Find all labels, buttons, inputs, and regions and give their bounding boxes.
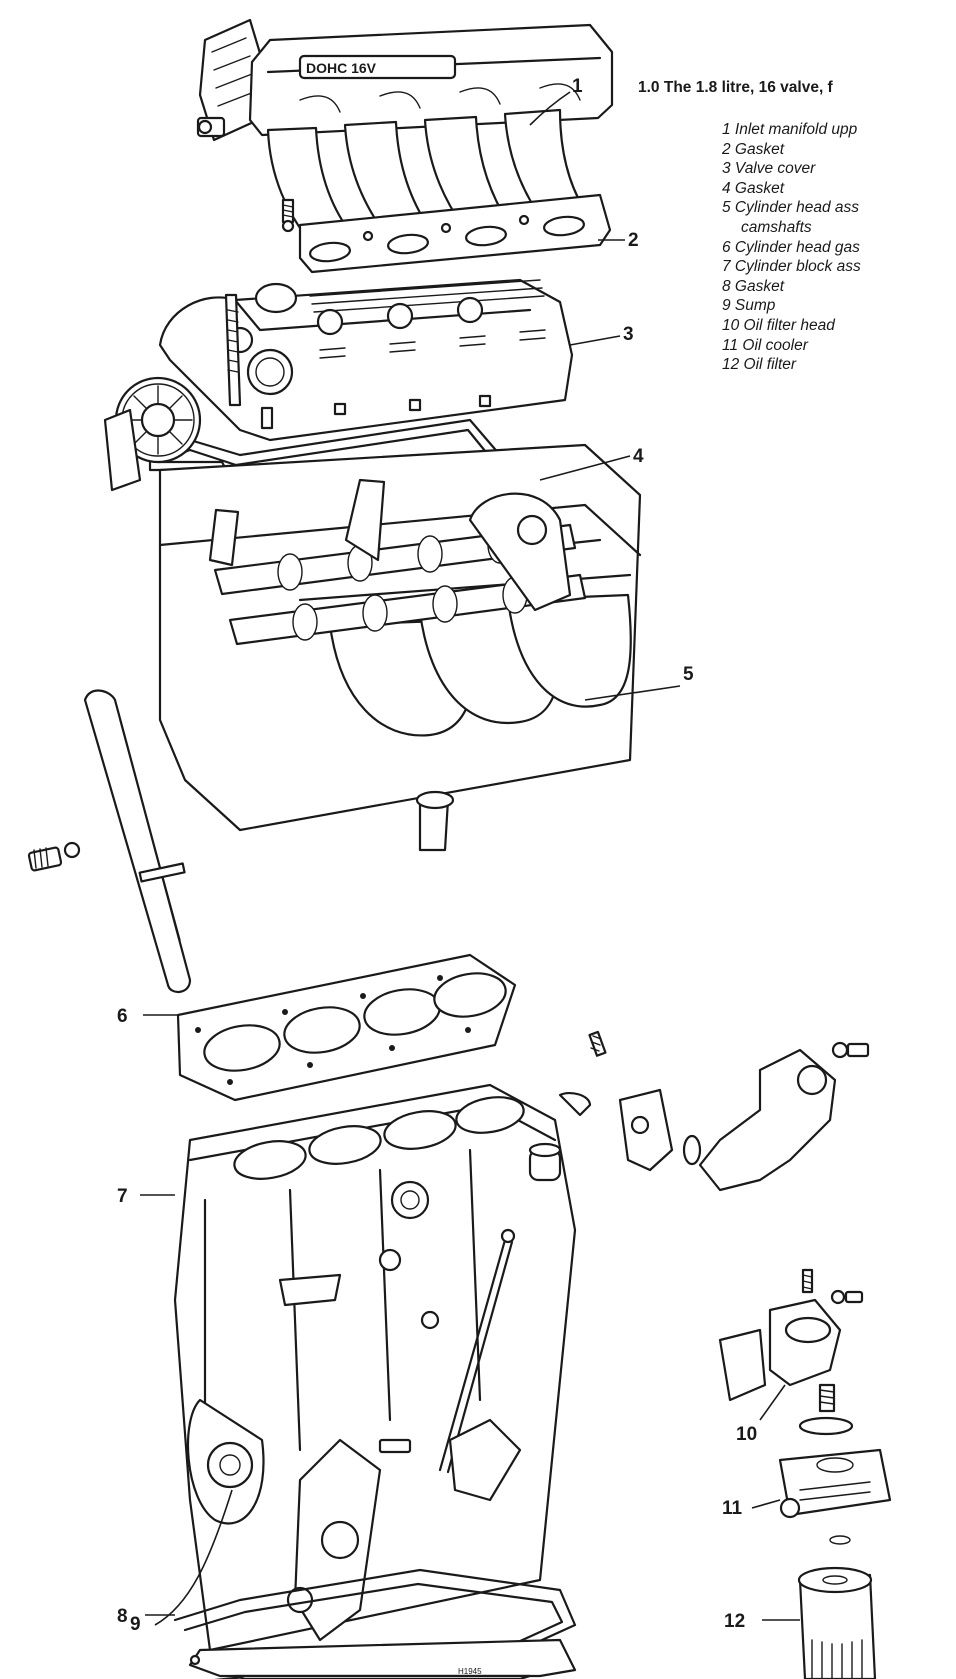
callout-11: 11 [722, 1498, 743, 1519]
parts-legend: 1 Inlet manifold upp 2 Gasket 3 Valve co… [722, 120, 956, 375]
legend-item: 9 Sump [722, 297, 776, 315]
legend-item: 8 Gasket [722, 277, 785, 295]
figure-caption: 1.0 The 1.8 litre, 16 valve, f [638, 79, 833, 96]
callout-9: 9 [130, 1614, 141, 1635]
legend-item: 3 Valve cover [722, 160, 816, 178]
inlet-manifold-upper: DOHC 16V [196, 18, 614, 237]
callout-7: 7 [117, 1186, 128, 1207]
oil-filter-head [718, 1268, 864, 1436]
legend-item: 5 Cylinder head ass [722, 199, 859, 217]
manifold-badge: DOHC 16V [306, 60, 377, 76]
callout-2: 2 [628, 230, 639, 251]
cylinder-head-gasket [176, 953, 517, 1102]
legend-item: 10 Oil filter head [722, 316, 835, 334]
callout-3: 3 [623, 324, 634, 345]
drawing-code: H1945 [458, 1667, 482, 1676]
cylinder-head-assembly [27, 293, 642, 993]
legend-item: 1 Inlet manifold upp [722, 121, 858, 138]
callout-10: 10 [736, 1424, 757, 1445]
legend-item: 7 Cylinder block ass [722, 258, 861, 276]
callout-4: 4 [633, 446, 644, 467]
callout-5: 5 [683, 664, 694, 685]
cylinder-block-assembly [173, 1030, 607, 1652]
callout-labels: 1 2 3 4 5 6 7 8 9 10 11 12 [117, 76, 757, 1635]
legend-item-continuation: camshafts [741, 218, 812, 236]
legend-item: 2 Gasket [722, 140, 785, 158]
callout-6: 6 [117, 1006, 128, 1027]
legend-item: 6 Cylinder head gas [722, 238, 860, 256]
manifold-gasket [298, 193, 612, 274]
sump: H1945 [188, 1638, 577, 1679]
legend-item: 11 Oil cooler [722, 336, 808, 354]
oil-cooler [778, 1448, 892, 1545]
legend-item: 4 Gasket [722, 179, 785, 197]
oil-filter [797, 1566, 877, 1679]
callout-12: 12 [724, 1611, 745, 1632]
callout-1: 1 [572, 76, 583, 97]
valve-cover [158, 278, 574, 442]
callout-8: 8 [117, 1606, 128, 1627]
oil-line-adaptor [618, 1041, 870, 1192]
leader-lines [140, 91, 800, 1626]
legend-item: 12 Oil filter [722, 356, 797, 374]
